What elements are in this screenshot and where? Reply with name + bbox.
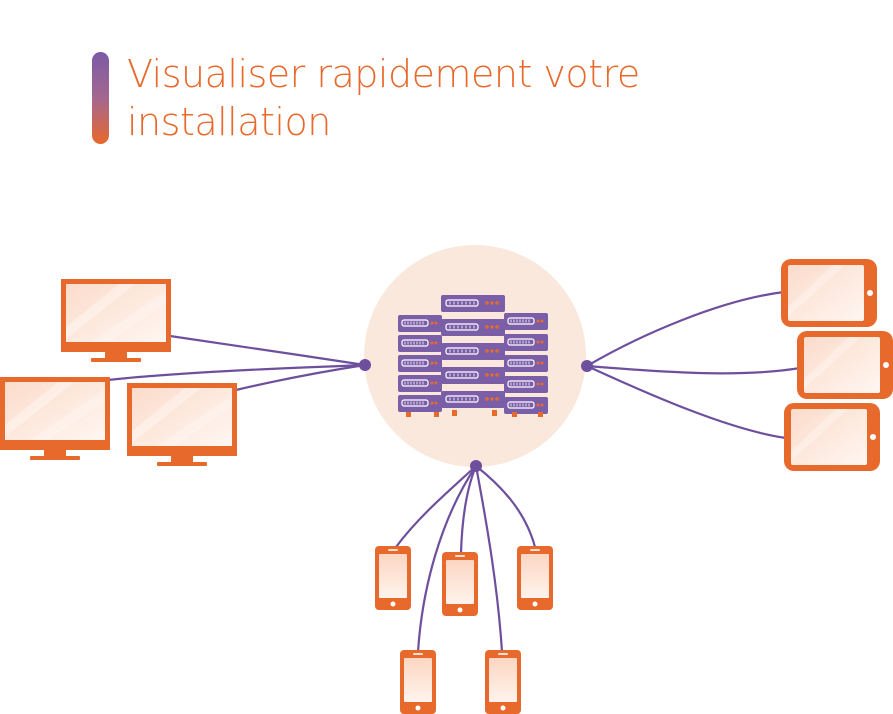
link-desktop-2	[106, 363, 367, 382]
smartphone-icon	[400, 650, 436, 714]
desktop-monitor-icon	[0, 377, 110, 460]
link-desktop-3	[234, 363, 367, 392]
smartphone-icon	[485, 650, 521, 714]
tablet-icon	[781, 259, 877, 327]
title-accent-bar	[92, 52, 109, 144]
smartphone-icon	[517, 546, 553, 610]
link-phone-2	[416, 464, 478, 654]
server-rack-icon	[397, 294, 549, 417]
page-title: Visualiser rapidement votre installation	[127, 50, 640, 146]
desktop-monitor-icon	[61, 279, 171, 362]
tablet-icon	[797, 331, 893, 399]
title-line-2: installation	[127, 100, 331, 144]
connector-dot-bottom	[470, 460, 482, 472]
link-phone-5	[474, 464, 537, 549]
link-tablet-3	[585, 364, 788, 440]
link-phone-3	[459, 464, 478, 555]
connector-dot-left	[359, 359, 371, 371]
link-phone-1	[394, 464, 478, 549]
title-block: Visualiser rapidement votre installation	[92, 52, 640, 146]
link-desktop-1	[168, 334, 367, 367]
link-tablet-1	[585, 290, 786, 368]
tablet-icon	[784, 403, 880, 471]
desktop-monitor-icon	[127, 383, 237, 466]
link-phone-4	[474, 464, 504, 654]
connector-dot-right	[581, 360, 593, 372]
smartphone-icon	[442, 552, 478, 616]
link-tablet-2	[585, 364, 802, 375]
title-line-1: Visualiser rapidement votre	[127, 52, 640, 96]
smartphone-icon	[375, 546, 411, 610]
connection-lines	[106, 290, 802, 654]
